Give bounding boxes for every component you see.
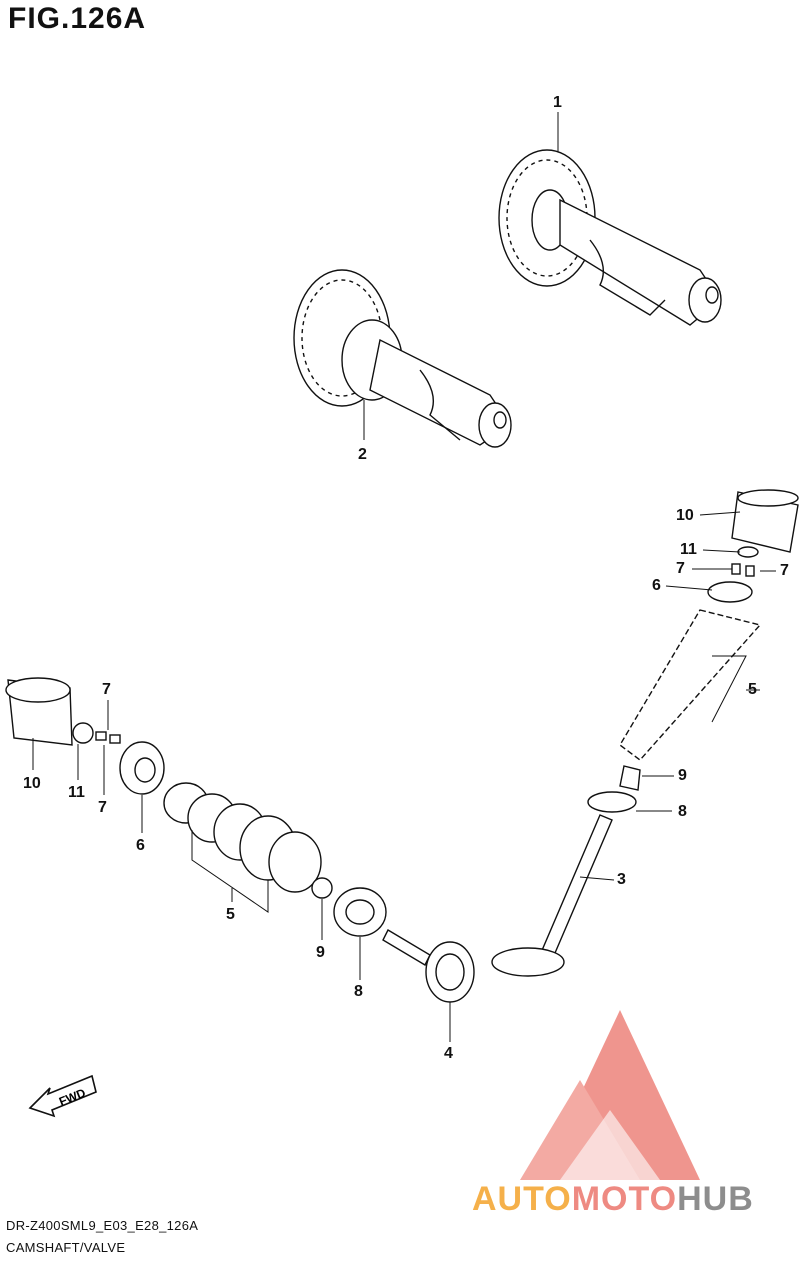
callout-7: 7 <box>780 562 789 579</box>
callout-5: 5 <box>226 906 235 923</box>
callout-7: 7 <box>676 560 685 577</box>
callout-11: 11 <box>680 541 697 558</box>
camshaft-2 <box>293 269 512 448</box>
callout-9: 9 <box>316 944 325 961</box>
right-valve-assembly <box>491 489 799 977</box>
callout-1: 1 <box>553 94 562 111</box>
callout-3: 3 <box>617 871 626 888</box>
fwd-arrow-icon <box>28 1074 97 1118</box>
figure-title: FIG.126A <box>8 2 147 35</box>
callout-4: 4 <box>444 1045 453 1062</box>
callout-5: 5 <box>748 681 757 698</box>
callout-8: 8 <box>678 803 687 820</box>
callout-7: 7 <box>98 799 107 816</box>
callout-10: 10 <box>676 507 694 524</box>
callout-6: 6 <box>652 577 661 594</box>
watermark-moto: MOTO <box>571 1180 678 1218</box>
callout-8: 8 <box>354 983 363 1000</box>
callout-9: 9 <box>678 767 687 784</box>
left-valve-assembly <box>5 677 475 1003</box>
callout-10: 10 <box>23 775 41 792</box>
watermark-text: AUTOMOTOHUB <box>472 1180 754 1219</box>
callout-11: 11 <box>68 784 85 801</box>
watermark-auto: AUTO <box>472 1180 572 1218</box>
callout-7: 7 <box>102 681 111 698</box>
camshaft-1 <box>498 149 722 326</box>
callout-2: 2 <box>358 446 367 463</box>
callout-6: 6 <box>136 837 145 854</box>
watermark-hub: HUB <box>677 1180 754 1218</box>
footer-code: DR-Z400SML9_E03_E28_126A <box>6 1218 199 1233</box>
automotohub-logo <box>520 1010 700 1180</box>
footer-caption: CAMSHAFT/VALVE <box>6 1240 126 1255</box>
